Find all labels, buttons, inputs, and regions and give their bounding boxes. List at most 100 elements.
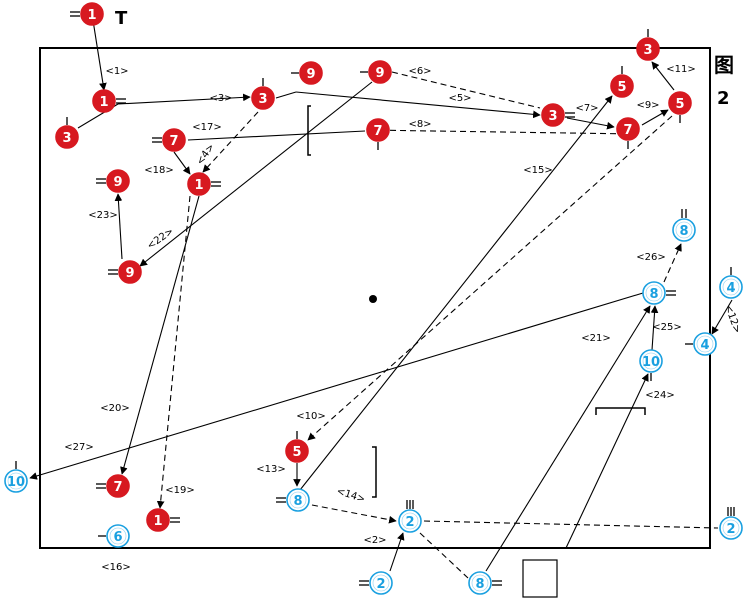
player-number: 7 <box>169 134 178 149</box>
player-blue-8: 8 <box>468 571 502 595</box>
move-line-16 <box>120 195 200 475</box>
step-label: <21> <box>581 333 610 344</box>
player-number: 2 <box>376 577 385 592</box>
step-label: <4> <box>195 142 217 167</box>
marker-brackets <box>307 105 646 498</box>
player-number: 2 <box>405 515 414 530</box>
step-label: <8> <box>408 119 431 130</box>
move-line-1 <box>91 13 107 91</box>
player-blue-8: 8 <box>672 209 696 242</box>
player-red-3: 3 <box>541 103 575 127</box>
player-red-5: 5 <box>668 91 692 123</box>
move-line-14 <box>114 193 123 260</box>
step-label: <10> <box>296 411 325 422</box>
player-number: 5 <box>292 445 301 460</box>
player-red-9: 9 <box>96 169 130 193</box>
player-red-9: 9 <box>291 61 323 85</box>
move-line-20 <box>299 95 613 491</box>
player-number: 8 <box>649 287 658 302</box>
player-blue-6: 6 <box>98 524 130 548</box>
move-line-7 <box>391 71 541 109</box>
player-blue-2: 2 <box>719 507 743 540</box>
step-label: <26> <box>636 252 665 263</box>
move-line-30 <box>29 292 644 480</box>
player-number: 9 <box>306 67 315 82</box>
step-label: <15> <box>523 165 552 176</box>
move-line-15 <box>139 81 373 267</box>
player-number: 8 <box>679 224 688 239</box>
player-red-1: 1 <box>187 172 221 196</box>
player-number: 7 <box>113 480 122 495</box>
move-line-12 <box>187 130 366 141</box>
player-red-1: 1 <box>146 508 180 532</box>
boxed-player-frame <box>522 559 558 598</box>
player-red-1: 1 <box>70 2 104 26</box>
move-line-25 <box>485 305 651 572</box>
player-red-3: 3 <box>251 78 275 110</box>
move-line-11 <box>651 61 675 91</box>
move-line-5 <box>275 91 297 99</box>
movement-lines <box>29 13 733 579</box>
move-line-27 <box>650 305 659 351</box>
move-line-4 <box>202 111 259 173</box>
step-label: <16> <box>101 562 130 573</box>
player-blue-8: 8 <box>276 488 310 512</box>
player-red-9: 9 <box>360 60 392 84</box>
player-number: 10 <box>642 355 660 370</box>
player-number: 7 <box>373 124 382 139</box>
player-number: 1 <box>87 8 96 23</box>
player-number: 6 <box>113 530 122 545</box>
player-number: 3 <box>62 131 71 146</box>
move-line-23 <box>419 532 469 579</box>
player-red-3: 3 <box>55 117 79 149</box>
step-label: <14> <box>335 486 366 506</box>
player-number: 3 <box>258 92 267 107</box>
step-label: <5> <box>448 93 471 104</box>
player-number: 9 <box>375 66 384 81</box>
move-line-24 <box>423 520 719 529</box>
move-line-9 <box>641 109 669 126</box>
move-line-29 <box>711 299 733 335</box>
step-label: <17> <box>192 122 221 133</box>
field-boundary <box>39 47 711 549</box>
player-blue-4: 4 <box>685 332 717 356</box>
step-label: <3> <box>209 93 232 104</box>
player-red-7: 7 <box>96 474 130 498</box>
step-label: <9> <box>636 100 659 111</box>
player-number: 2 <box>726 522 735 537</box>
player-red-1: 1 <box>92 89 126 113</box>
step-label: <27> <box>64 442 93 453</box>
move-line-6 <box>295 91 541 119</box>
move-line-21 <box>311 504 397 524</box>
players-layer: 13133997719953755718844101082262810 <box>4 2 743 597</box>
move-line-18 <box>307 115 673 441</box>
player-blue-2: 2 <box>359 571 393 595</box>
player-red-9: 9 <box>108 260 142 284</box>
team-mark: T <box>115 8 128 29</box>
player-number: 3 <box>643 43 652 58</box>
figure-title-num: 2 <box>717 88 730 109</box>
step-label: <11> <box>666 64 695 75</box>
step-label: <6> <box>408 66 431 77</box>
player-number: 9 <box>113 175 122 190</box>
player-number: 3 <box>548 109 557 124</box>
player-red-5: 5 <box>610 66 634 98</box>
player-number: 5 <box>675 97 684 112</box>
move-line-26 <box>565 373 649 549</box>
player-blue-2: 2 <box>398 500 422 533</box>
player-number: 8 <box>475 577 484 592</box>
move-line-3 <box>117 93 251 105</box>
player-red-7: 7 <box>152 128 186 152</box>
player-number: 9 <box>125 266 134 281</box>
player-number: 1 <box>153 514 162 529</box>
step-label: <7> <box>575 103 598 114</box>
move-line-13 <box>173 151 191 175</box>
move-line-10 <box>365 129 637 135</box>
player-number: 1 <box>99 95 108 110</box>
step-label: <18> <box>144 165 173 176</box>
player-number: 4 <box>726 281 735 296</box>
player-number: 1 <box>194 178 203 193</box>
player-red-7: 7 <box>616 117 640 149</box>
step-label: <25> <box>652 322 681 333</box>
